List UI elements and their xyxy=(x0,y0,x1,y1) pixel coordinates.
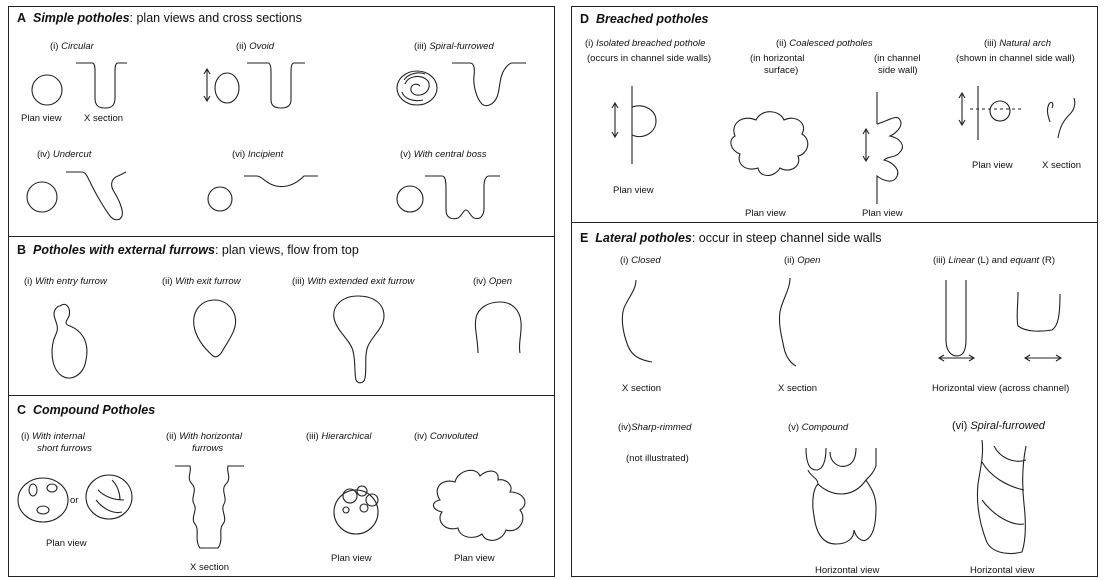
c-internal-furrow-1b xyxy=(47,484,57,492)
c-internal-furrow-1c xyxy=(37,506,49,514)
a-undercut-section xyxy=(66,172,126,220)
a-spiral-plan-inner xyxy=(402,73,429,101)
a-ovoid-plan xyxy=(215,73,239,103)
d-coalesced-horizontal xyxy=(731,112,808,176)
d-breached-pothole xyxy=(632,106,656,137)
c-convoluted xyxy=(433,470,525,540)
b-entry-furrow xyxy=(52,304,87,378)
b-exit-furrow xyxy=(194,300,236,357)
d-arch-section xyxy=(1047,98,1074,138)
a-circular-plan xyxy=(32,75,62,105)
e-compound xyxy=(806,448,876,544)
a-spiral-section xyxy=(452,63,526,106)
c-internal-furrow-2 xyxy=(96,480,124,513)
e-open xyxy=(779,278,796,366)
d-coalesced-side xyxy=(877,117,902,204)
b-open xyxy=(475,302,521,353)
a-ovoid-section xyxy=(247,63,305,108)
c-internal-furrows-plan-1 xyxy=(18,478,68,522)
c-hierarchical-c xyxy=(366,494,378,506)
c-hierarchical-e xyxy=(343,507,349,513)
e-spiral xyxy=(977,440,1026,554)
e-closed xyxy=(622,280,652,362)
a-circular-section xyxy=(76,63,127,108)
d-arch-plan xyxy=(990,101,1010,121)
a-incipient-plan xyxy=(208,187,232,211)
e-equant xyxy=(1017,292,1060,331)
a-boss-section xyxy=(425,176,500,219)
e-linear xyxy=(946,280,966,356)
c-hierarchical-outer xyxy=(334,490,378,534)
a-incipient-section xyxy=(244,176,318,187)
c-internal-furrow-1a xyxy=(29,484,37,496)
a-undercut-plan xyxy=(27,182,57,212)
b-extended-exit-furrow xyxy=(334,296,384,383)
a-boss-plan xyxy=(397,186,423,212)
c-horizontal-furrows xyxy=(175,466,244,548)
c-hierarchical-d xyxy=(360,504,368,512)
